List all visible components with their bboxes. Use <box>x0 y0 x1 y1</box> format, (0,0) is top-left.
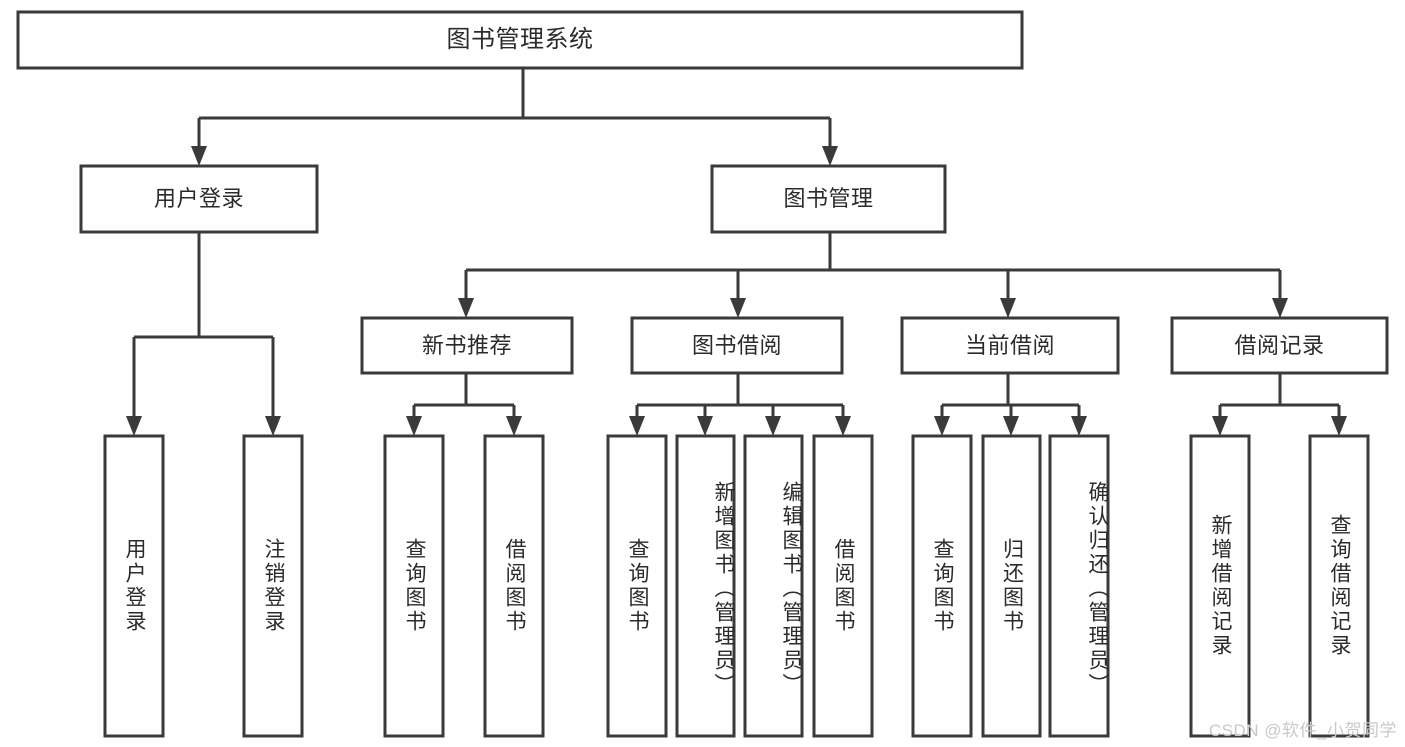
node-box-leaf-confirm-return[interactable] <box>1048 434 1110 738</box>
node-box-leaf-query-book-1[interactable] <box>383 434 445 738</box>
node-box-user-login[interactable] <box>79 164 319 234</box>
arrow-head-new-book-rec <box>458 298 474 318</box>
arrow-head-current-borrow <box>1000 298 1016 318</box>
node-box-leaf-borrow-book-2[interactable] <box>812 434 874 738</box>
node-box-leaf-logout[interactable] <box>242 434 304 738</box>
node-box-leaf-user-login[interactable] <box>103 434 165 738</box>
node-box-leaf-edit-book[interactable] <box>743 434 804 738</box>
arrow-head-leaf-borrow-book-2 <box>835 416 851 436</box>
node-box-leaf-return-book[interactable] <box>981 434 1042 738</box>
node-box-leaf-add-book[interactable] <box>675 434 736 738</box>
node-box-current-borrow[interactable] <box>900 316 1120 375</box>
arrow-head-book-manage <box>822 146 838 166</box>
arrow-head-leaf-add-book <box>697 416 713 436</box>
arrow-head-book-borrow <box>730 298 746 318</box>
arrow-head-leaf-add-record <box>1212 416 1228 436</box>
arrow-head-leaf-user-login <box>126 416 142 436</box>
arrow-head-leaf-query-book-2 <box>629 416 645 436</box>
node-box-root[interactable] <box>16 10 1024 70</box>
arrow-head-leaf-logout <box>265 416 281 436</box>
arrow-head-leaf-borrow-book-1 <box>506 416 522 436</box>
arrow-head-leaf-query-record <box>1331 416 1347 436</box>
node-box-leaf-query-book-2[interactable] <box>606 434 668 738</box>
arrow-head-leaf-query-book-1 <box>406 416 422 436</box>
node-box-leaf-add-record[interactable] <box>1189 434 1251 738</box>
node-box-new-book-rec[interactable] <box>360 316 574 375</box>
node-box-book-borrow[interactable] <box>630 316 844 375</box>
arrow-head-leaf-confirm-return <box>1071 416 1087 436</box>
arrow-head-leaf-return-book <box>1003 416 1019 436</box>
node-box-leaf-query-book-3[interactable] <box>911 434 973 738</box>
arrow-head-leaf-edit-book <box>765 416 781 436</box>
arrow-head-user-login <box>191 146 207 166</box>
node-box-book-manage[interactable] <box>710 164 947 234</box>
arrow-head-leaf-query-book-3 <box>934 416 950 436</box>
arrow-head-borrow-record <box>1272 298 1288 318</box>
node-box-borrow-record[interactable] <box>1170 316 1389 375</box>
node-box-leaf-borrow-book-1[interactable] <box>483 434 545 738</box>
node-box-leaf-query-record[interactable] <box>1308 434 1370 738</box>
